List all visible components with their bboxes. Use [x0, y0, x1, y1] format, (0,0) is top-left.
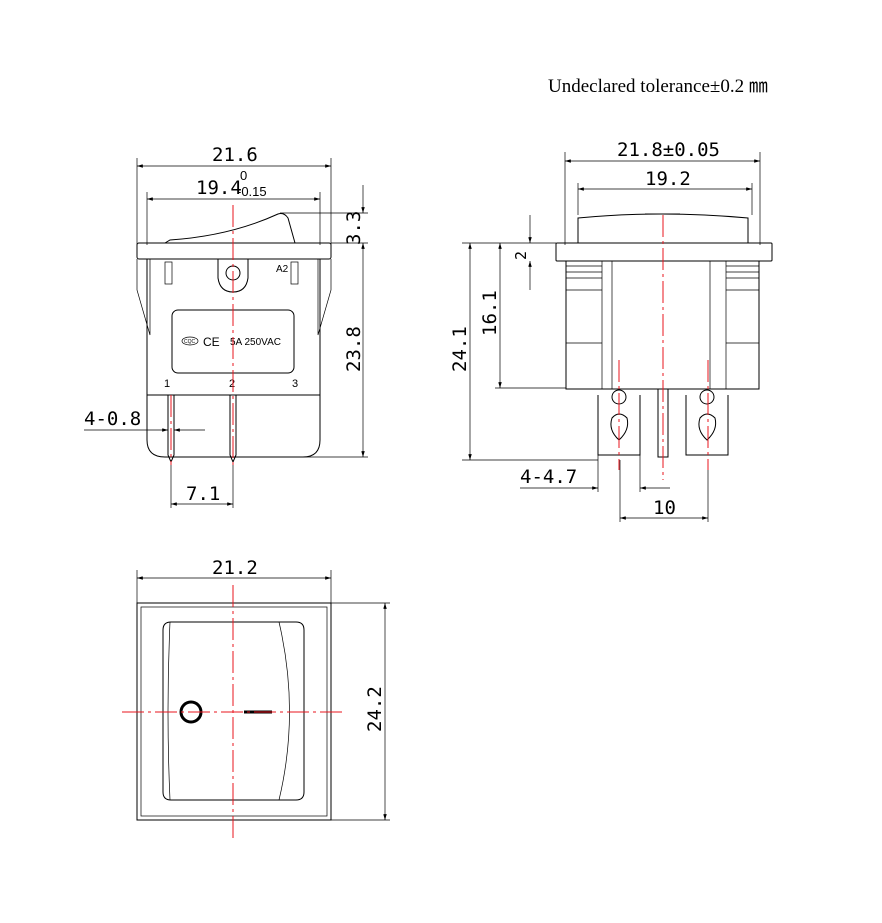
- dim-overall-width: 21.6: [212, 144, 258, 166]
- side-flange: [555, 242, 773, 262]
- dim-rocker-height: 3.3: [343, 211, 365, 245]
- dim-terminal-width: 4-4.7: [520, 466, 577, 488]
- pin-label-3: 3: [292, 378, 298, 390]
- terminal-right: [685, 395, 729, 456]
- rocker-face: [162, 621, 305, 801]
- body-outline: [146, 259, 321, 458]
- dim-tol-upper: 0: [240, 168, 247, 183]
- ce-mark: CE: [203, 335, 220, 349]
- dim-total-depth: 24.1: [449, 326, 471, 372]
- dim-body-width: 19.4: [196, 177, 242, 199]
- flange: [136, 242, 332, 260]
- dim-cap-width: 19.2: [645, 168, 691, 190]
- dim-flange-thickness: 2: [512, 251, 530, 260]
- tolerance-note: Undeclared tolerance±0.2 ㎜: [548, 76, 768, 97]
- dim-body-depth: 16.1: [479, 290, 501, 336]
- dim-body-height: 23.8: [343, 326, 365, 372]
- dim-pin-pitch: 7.1: [186, 483, 220, 505]
- pin-label-2: 2: [229, 378, 235, 390]
- dim-pin-width: 4-0.8: [84, 408, 141, 430]
- top-view: 21.2 24.2: [122, 557, 390, 842]
- dim-terminal-pitch: 10: [653, 497, 676, 519]
- dim-top-width: 21.2: [212, 557, 258, 579]
- dim-flange-width: 21.8±0.05: [617, 139, 720, 161]
- front-view: 21.6 19.4 0 -0.15 3.3 23.8 A2 CQC CE 5A …: [84, 144, 368, 508]
- dim-tol-lower: -0.15: [237, 184, 267, 199]
- cqc-mark: CQC: [184, 339, 196, 345]
- dim-top-height: 24.2: [364, 686, 386, 732]
- rating-marking: 5A 250VAC: [230, 337, 281, 348]
- rocker-outline: [164, 213, 296, 244]
- pin-label-1: 1: [164, 378, 170, 390]
- corner-mark: A2: [276, 264, 289, 275]
- side-view: 21.8±0.05 19.2: [449, 139, 773, 522]
